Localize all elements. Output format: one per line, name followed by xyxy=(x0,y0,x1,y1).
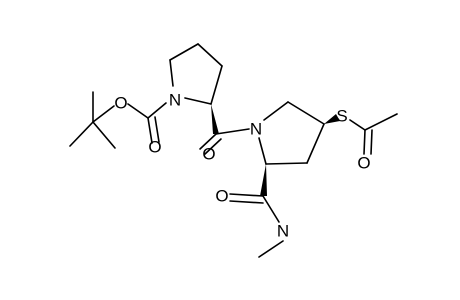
bond-amide-carbon-n xyxy=(262,195,280,223)
bond-layer xyxy=(69,43,398,258)
atom-o-acetyl: O xyxy=(357,153,370,172)
bond-ring2-c4-c3 xyxy=(306,123,325,164)
wedge-ring1-ca-carbonyl xyxy=(211,104,219,134)
bond-tbu-oxygen xyxy=(92,105,115,123)
bond-ring1-cb-cg xyxy=(197,43,223,67)
bond-boc-carbon-n xyxy=(147,102,167,119)
atom-o-methylamide-carbonyl: O xyxy=(215,186,228,205)
atom-n-amide: N xyxy=(250,119,262,138)
atom-label-layer: N O O O N S O O N xyxy=(114,90,370,240)
bond-prolyl-carbonyl-b xyxy=(204,138,222,155)
atom-n-methylamide: N xyxy=(277,221,289,240)
bond-sulfur-acetyl-carbon xyxy=(349,119,366,131)
bond-ring2-c3-c2 xyxy=(265,162,308,165)
bond-ring1-ca-cb xyxy=(210,65,223,105)
bond-ring1-cg-cd xyxy=(169,43,199,61)
bond-oxygen-boc-carbon xyxy=(127,103,149,119)
bond-tbu-methyl-bottom xyxy=(92,121,116,149)
bond-acetyl-carbonyl-b xyxy=(370,129,373,155)
bond-acetyl-methyl xyxy=(364,113,398,131)
bond-tbu-methyl-left xyxy=(69,121,94,147)
atom-s-thioester: S xyxy=(336,106,347,125)
atom-o-prolyl-carbonyl: O xyxy=(202,144,215,163)
bond-prolyl-carbonyl-a xyxy=(199,133,217,150)
bond-ring1-n-ca xyxy=(184,97,212,105)
bond-ring1-cd-n xyxy=(169,59,174,87)
atom-o-boc-carbonyl: O xyxy=(148,137,161,156)
atom-o-boc-ether: O xyxy=(114,93,127,112)
bond-prolyl-carbonyl-n xyxy=(215,128,250,135)
wedge-ring2-c2-carboxamide xyxy=(260,164,267,196)
bond-amide-carbonyl-a xyxy=(229,193,264,197)
bond-amide-n-methyl xyxy=(258,240,284,258)
bond-amide-carbonyl-b xyxy=(229,200,264,204)
bond-ring2-n-c5 xyxy=(263,101,289,121)
wedge-ring2-c4-sulfur xyxy=(324,114,340,124)
bond-ring2-c5-c4 xyxy=(287,101,325,125)
bond-boc-carbonyl-a xyxy=(147,117,153,144)
bond-acetyl-carbonyl-a xyxy=(363,129,366,155)
atom-n-boc: N xyxy=(169,90,181,109)
bond-ring2-c2-n xyxy=(258,137,267,165)
bond-boc-carbonyl-b xyxy=(154,116,160,143)
